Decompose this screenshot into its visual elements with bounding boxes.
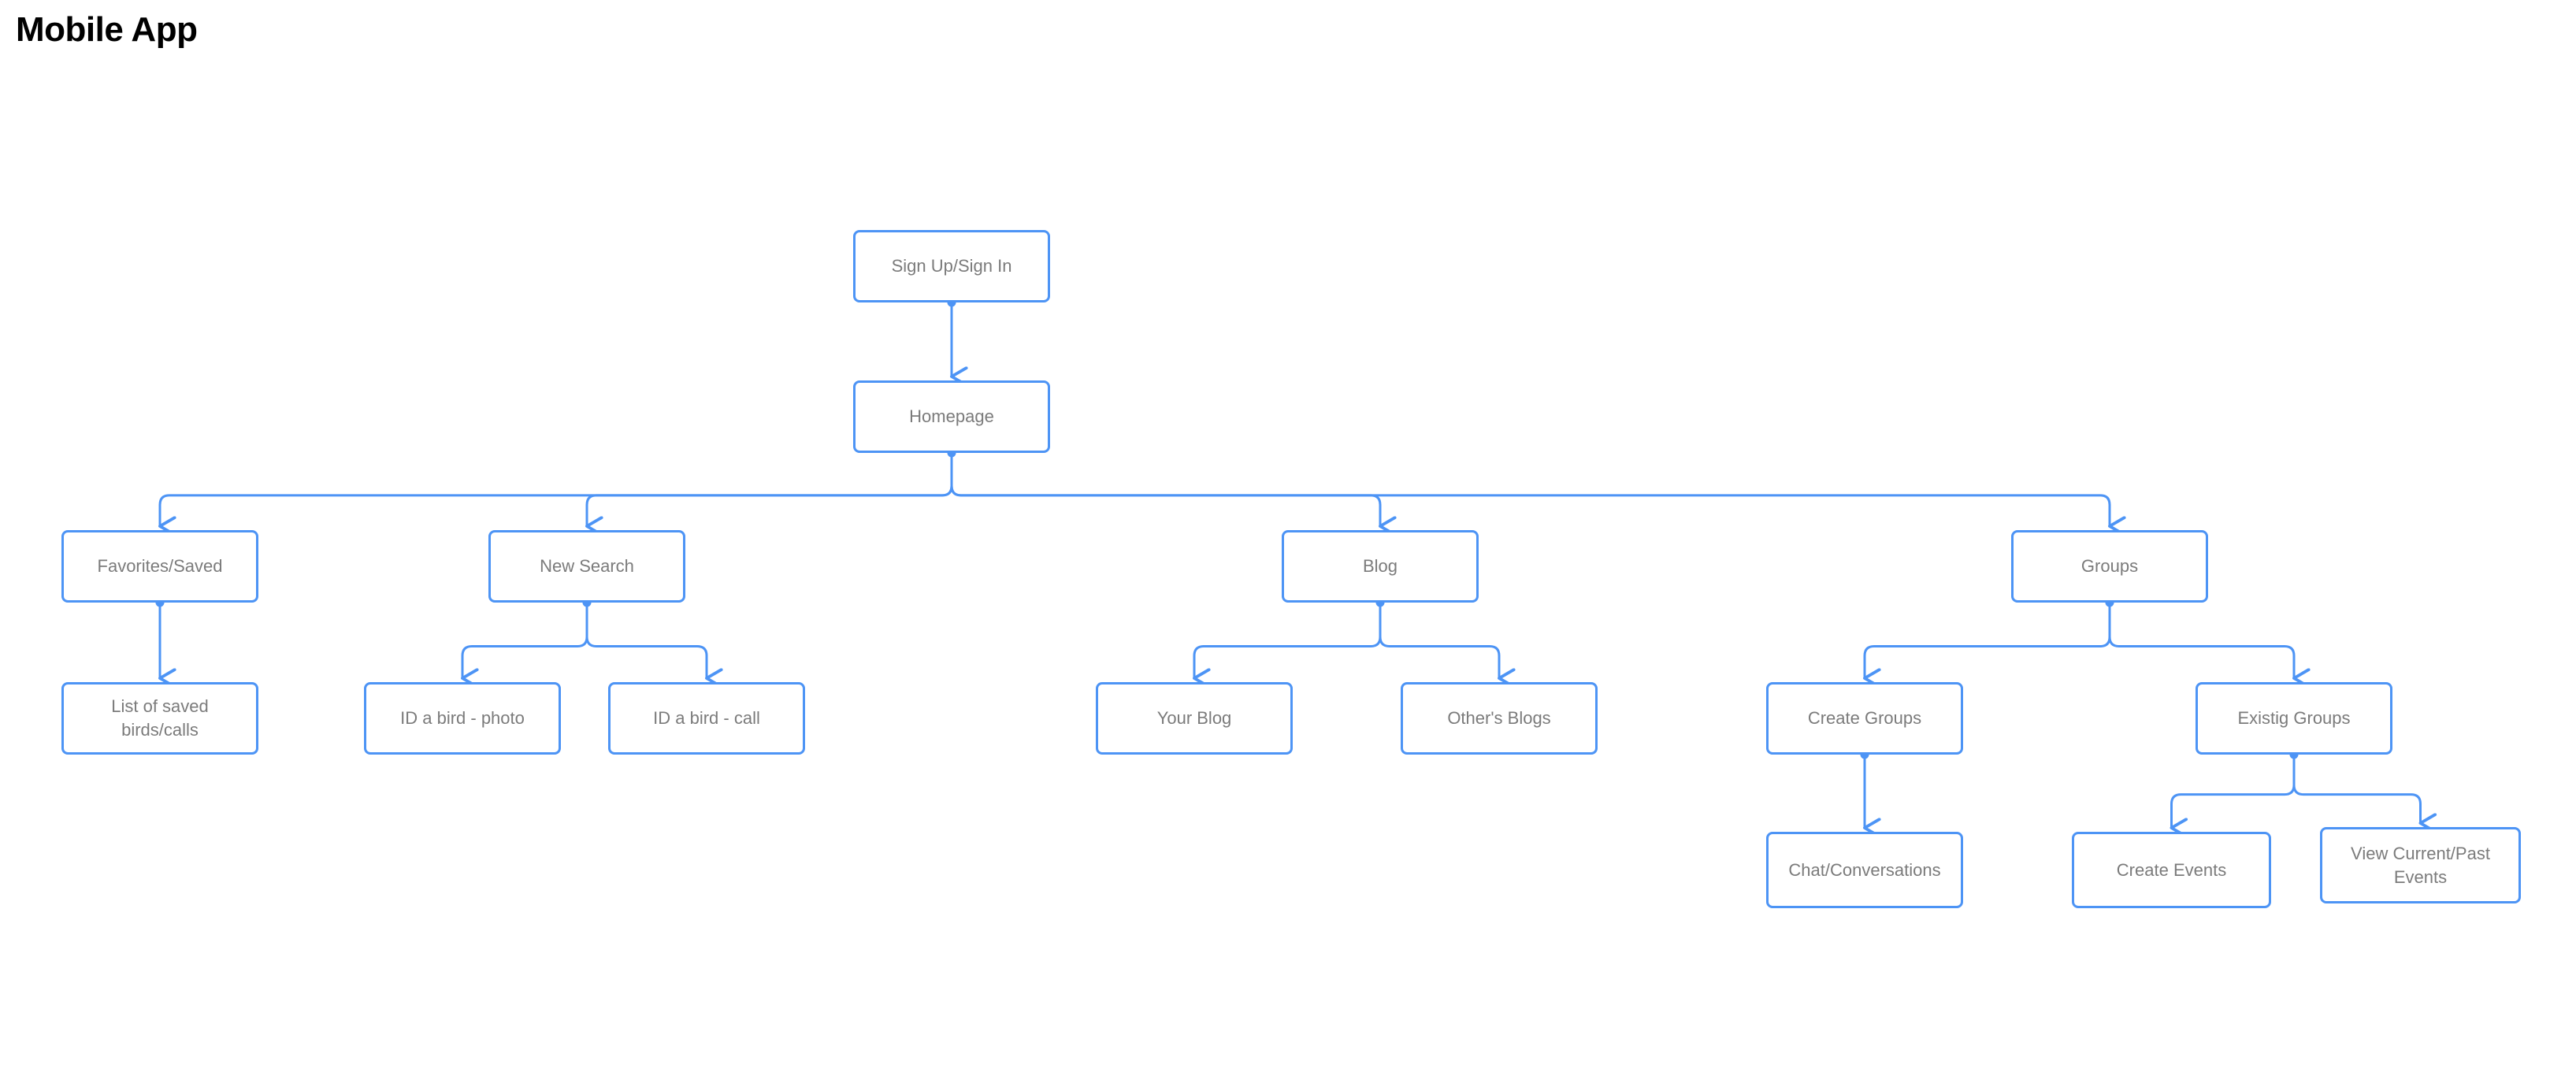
node-existgroups[interactable]: Existig Groups: [2196, 682, 2392, 755]
edge-homepage-to-newsearch: [587, 451, 953, 526]
node-groups[interactable]: Groups: [2011, 530, 2208, 603]
node-newsearch[interactable]: New Search: [488, 530, 685, 603]
node-idcall[interactable]: ID a bird - call: [608, 682, 805, 755]
node-signup[interactable]: Sign Up/Sign In: [853, 230, 1050, 302]
node-label: Other's Blogs: [1447, 708, 1551, 729]
node-label: Existig Groups: [2237, 708, 2351, 729]
node-favorites[interactable]: Favorites/Saved: [61, 530, 258, 603]
node-creategroups[interactable]: Create Groups: [1766, 682, 1963, 755]
node-label: Chat/Conversations: [1788, 859, 1941, 880]
node-label: Blog: [1362, 556, 1398, 577]
page-title: Mobile App: [16, 10, 198, 49]
node-label: Your Blog: [1156, 708, 1232, 729]
edge-blog-to-othersblogs: [1379, 601, 1499, 678]
node-blog[interactable]: Blog: [1282, 530, 1479, 603]
edge-groups-to-existgroups: [2108, 601, 2294, 678]
node-createevents[interactable]: Create Events: [2072, 832, 2271, 908]
node-label: List of saved birds/calls: [111, 696, 209, 740]
node-label: View Current/Past Events: [2351, 843, 2490, 887]
node-chat[interactable]: Chat/Conversations: [1766, 832, 1963, 908]
edge-blog-to-yourblog: [1194, 601, 1382, 678]
node-savedlist[interactable]: List of saved birds/calls: [61, 682, 258, 755]
node-viewevents[interactable]: View Current/Past Events: [2320, 827, 2521, 903]
node-label: Homepage: [909, 406, 994, 427]
edge-groups-to-creategroups: [1865, 601, 2111, 678]
node-label: ID a bird - photo: [400, 708, 525, 729]
node-idphoto[interactable]: ID a bird - photo: [364, 682, 561, 755]
node-label: New Search: [540, 556, 634, 577]
node-homepage[interactable]: Homepage: [853, 380, 1050, 453]
edge-existgroups-to-viewevents: [2292, 753, 2421, 823]
edge-homepage-to-favorites: [160, 451, 953, 526]
node-label: Groups: [2080, 556, 2139, 577]
node-yourblog[interactable]: Your Blog: [1096, 682, 1293, 755]
node-label: Create Events: [2116, 859, 2227, 880]
edge-newsearch-to-idphoto: [462, 601, 588, 678]
edge-newsearch-to-idcall: [585, 601, 707, 678]
node-label: ID a bird - call: [653, 708, 760, 729]
edge-homepage-to-groups: [950, 451, 2110, 526]
node-othersblogs[interactable]: Other's Blogs: [1401, 682, 1598, 755]
edge-homepage-to-blog: [950, 451, 1380, 526]
node-label: Favorites/Saved: [97, 556, 223, 577]
node-label: Sign Up/Sign In: [891, 256, 1012, 276]
edge-existgroups-to-createevents: [2172, 753, 2296, 828]
node-label: Create Groups: [1807, 708, 1922, 729]
